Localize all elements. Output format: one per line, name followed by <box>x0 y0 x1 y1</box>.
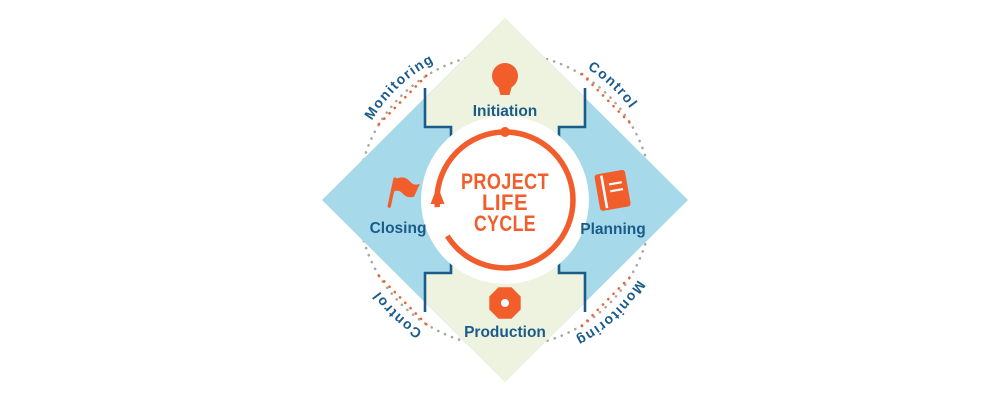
cycle-ring-gap <box>432 206 452 239</box>
notebook-icon <box>594 169 631 211</box>
cycle-arrow-icon <box>430 186 445 204</box>
cycle-start-dot-icon <box>500 127 510 137</box>
ring-label-control-top-right: Control <box>586 58 642 112</box>
ring-label-control-bottom-left: Control <box>368 288 424 342</box>
octagon-machine-icon <box>489 287 521 319</box>
diagram-title-line-2: LIFE <box>482 190 528 215</box>
diagram-title-line-3: CYCLE <box>474 211 536 236</box>
phase-label-closing: Closing <box>370 220 427 237</box>
phase-label-initiation: Initiation <box>473 103 538 120</box>
phase-label-planning: Planning <box>580 221 645 238</box>
phase-label-production: Production <box>464 324 546 341</box>
diagram-title-line-1: PROJECT <box>461 169 549 194</box>
lightbulb-icon <box>492 63 518 95</box>
flag-icon <box>387 177 420 208</box>
